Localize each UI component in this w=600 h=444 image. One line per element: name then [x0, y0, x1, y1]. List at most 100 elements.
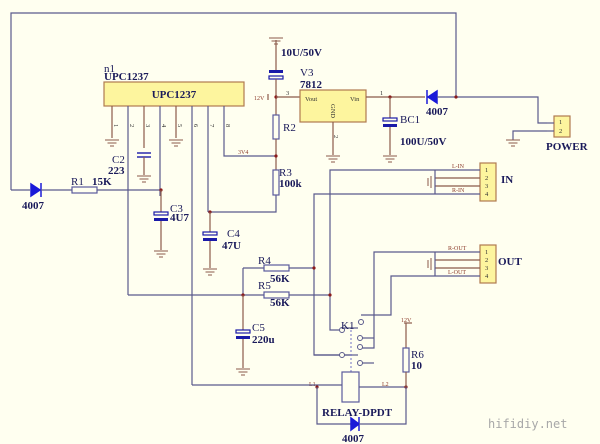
- reg-pin-in: 1: [380, 90, 383, 97]
- ground-icon: [104, 139, 120, 147]
- in-pin-2: 2: [485, 175, 488, 182]
- resistor-r6: 12V R6 10: [401, 318, 424, 387]
- r1-designator: R1: [71, 176, 84, 188]
- reg-pin-out: 3: [286, 90, 289, 97]
- wire: [437, 96, 547, 124]
- watermark: hifidiy.net: [488, 417, 567, 431]
- r5-designator: R5: [258, 280, 271, 292]
- diode-left-value: 4007: [22, 200, 45, 212]
- ic-pin-5: 5: [176, 124, 183, 127]
- c4-designator: C4: [227, 228, 240, 240]
- c-top-value: 10U/50V: [281, 47, 322, 59]
- relay-k1: K1 RELAY-DPDT L1 L2: [309, 319, 393, 419]
- power-label: POWER: [546, 141, 589, 153]
- r3-value: 100k: [279, 178, 303, 190]
- wire: [208, 195, 277, 213]
- reg-pin-gnd: 2: [332, 135, 339, 138]
- gnd-label: GND: [329, 104, 336, 118]
- ic-pin-1: 1: [112, 124, 119, 127]
- net-l-in: L-IN: [452, 164, 465, 170]
- power-pin-1: 1: [559, 119, 562, 126]
- c3-designator: C3: [170, 203, 183, 215]
- c4-value: 47U: [222, 240, 241, 252]
- out-pin-1: 1: [485, 249, 488, 256]
- junction: [454, 95, 458, 99]
- net-label-3v4: 3V4: [238, 150, 248, 156]
- wire: [361, 275, 435, 316]
- c5-designator: C5: [252, 322, 265, 334]
- capacitor-c3: C3 4U7: [153, 190, 189, 258]
- resistor-r1: R1 15K: [71, 176, 112, 194]
- bc1-value: 100U/50V: [400, 136, 447, 148]
- r4-designator: R4: [258, 255, 271, 267]
- power-pin-2: 2: [559, 128, 562, 135]
- ic-part-label: UPC1237: [104, 71, 149, 83]
- ic-upc1237: UPC1237 n1 UPC1237: [103, 63, 245, 107]
- ground-icon: [168, 139, 184, 147]
- out-pin-2: 2: [485, 257, 488, 264]
- capacitor-c4: C4 47U: [202, 212, 241, 276]
- wire: [329, 169, 435, 320]
- c5-value: 220u: [252, 334, 275, 346]
- net-label-12v: 12V: [254, 96, 265, 102]
- ic-pin-2: 2: [128, 124, 135, 127]
- vout-label: Vout: [305, 96, 317, 103]
- resistor-r5: R5 56K: [258, 280, 290, 309]
- ic-designator: n1: [104, 63, 115, 75]
- relay-part: RELAY-DPDT: [322, 407, 393, 419]
- ic-pin-3: 3: [144, 124, 151, 127]
- out-pin-3: 3: [485, 265, 488, 272]
- in-label: IN: [501, 174, 513, 186]
- c2-designator: C2: [112, 154, 125, 166]
- ic-pins: 1 2 3 4 5 6 7 8 3V4: [111, 106, 276, 385]
- connector-out: 1 2 3 4 OUT R-OUT L-OUT: [427, 244, 523, 284]
- r5-value: 56K: [270, 297, 290, 309]
- junction: [312, 266, 316, 270]
- wire: [359, 387, 407, 425]
- regulator-part: 7812: [300, 79, 323, 91]
- relay-l2: L2: [382, 382, 389, 388]
- out-pin-4: 4: [485, 273, 489, 280]
- wire: [512, 130, 547, 140]
- r6-value: 10: [411, 360, 423, 372]
- diode-left: 4007: [22, 182, 45, 212]
- wire: [316, 387, 351, 425]
- ground-icon: [505, 139, 521, 147]
- c3-value: 4U7: [170, 212, 189, 224]
- capacitor-c5: C5 220u: [235, 295, 275, 376]
- junction: [274, 154, 278, 158]
- r2-designator: R2: [283, 122, 296, 134]
- net-r-in: R-IN: [452, 188, 465, 194]
- relay-designator: K1: [341, 320, 354, 332]
- r3-designator: R3: [279, 167, 292, 179]
- r6-designator: R6: [411, 349, 424, 361]
- net-r-out: R-OUT: [448, 246, 467, 252]
- junction: [328, 293, 332, 297]
- diode-power: 4007: [426, 89, 449, 118]
- ic-pin-4: 4: [160, 124, 167, 128]
- capacitor-bc1: BC1 100U/50V: [382, 97, 447, 163]
- out-label: OUT: [498, 256, 523, 268]
- resistor-r2: R2: [272, 97, 296, 170]
- regulator-designator: V3: [300, 67, 314, 79]
- ic-body-label: UPC1237: [152, 89, 197, 101]
- diode-relay: 4007: [342, 416, 365, 444]
- regulator-7812: Vout Vin GND V3 7812 3 1 2: [286, 67, 383, 163]
- ic-pin-7: 7: [208, 124, 215, 128]
- wire: [361, 251, 435, 349]
- connector-power: 1 2 POWER: [546, 115, 589, 153]
- diode-relay-value: 4007: [342, 433, 365, 444]
- in-pin-1: 1: [485, 167, 488, 174]
- in-pin-3: 3: [485, 183, 488, 190]
- r6-net-12v: 12V: [401, 318, 412, 324]
- diode-power-value: 4007: [426, 106, 449, 118]
- vin-label: Vin: [350, 96, 360, 103]
- ic-pin-8: 8: [224, 124, 231, 127]
- net-l-out: L-OUT: [448, 270, 466, 276]
- wire-top-loop: [10, 12, 457, 190]
- bc1-designator: BC1: [400, 114, 420, 126]
- resistor-r3: R3 100k: [272, 167, 303, 196]
- r1-value: 15K: [92, 176, 112, 188]
- ic-pin-6: 6: [192, 124, 199, 128]
